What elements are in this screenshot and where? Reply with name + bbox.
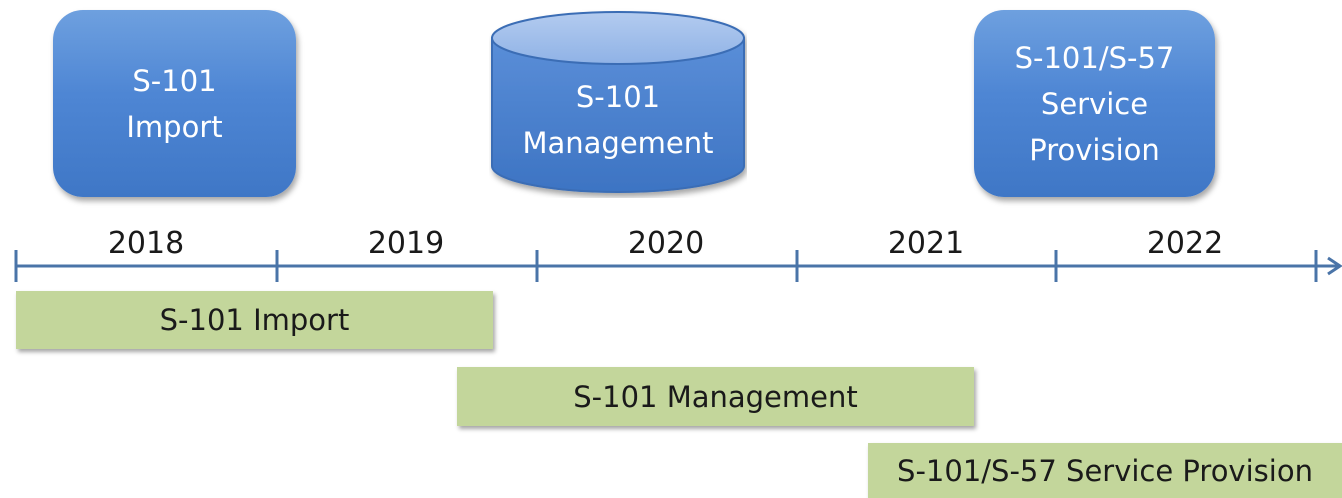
year-label-2021: 2021 <box>887 226 965 261</box>
phase-service-line3: Provision <box>1029 132 1160 167</box>
bar-service-provision: S-101/S-57 Service Provision <box>868 443 1342 498</box>
year-label-2022: 2022 <box>1146 226 1224 261</box>
phase-import-line1: S-101 <box>132 63 217 98</box>
year-label-2019: 2019 <box>367 226 445 261</box>
phase-service-line2: Service <box>1040 86 1149 121</box>
phase-box-service-provision: S-101/S-57 Service Provision <box>974 10 1215 197</box>
phase-management-label: S-101 Management <box>489 74 747 166</box>
year-label-2018: 2018 <box>107 226 185 261</box>
database-cylinder-icon <box>491 11 745 193</box>
phase-cylinder-management: S-101 Management <box>489 8 747 198</box>
phase-service-line1: S-101/S-57 <box>1014 40 1175 75</box>
arrow-right-icon <box>1327 256 1342 276</box>
year-label-2020: 2020 <box>627 226 705 261</box>
bar-s101-import: S-101 Import <box>16 291 493 349</box>
phase-box-import: S-101 Import <box>53 10 296 197</box>
phase-management-line1: S-101 <box>575 80 661 114</box>
phase-import-line2: Import <box>126 109 223 144</box>
bar-s101-management: S-101 Management <box>457 367 974 426</box>
phase-management-line2: Management <box>522 126 714 160</box>
